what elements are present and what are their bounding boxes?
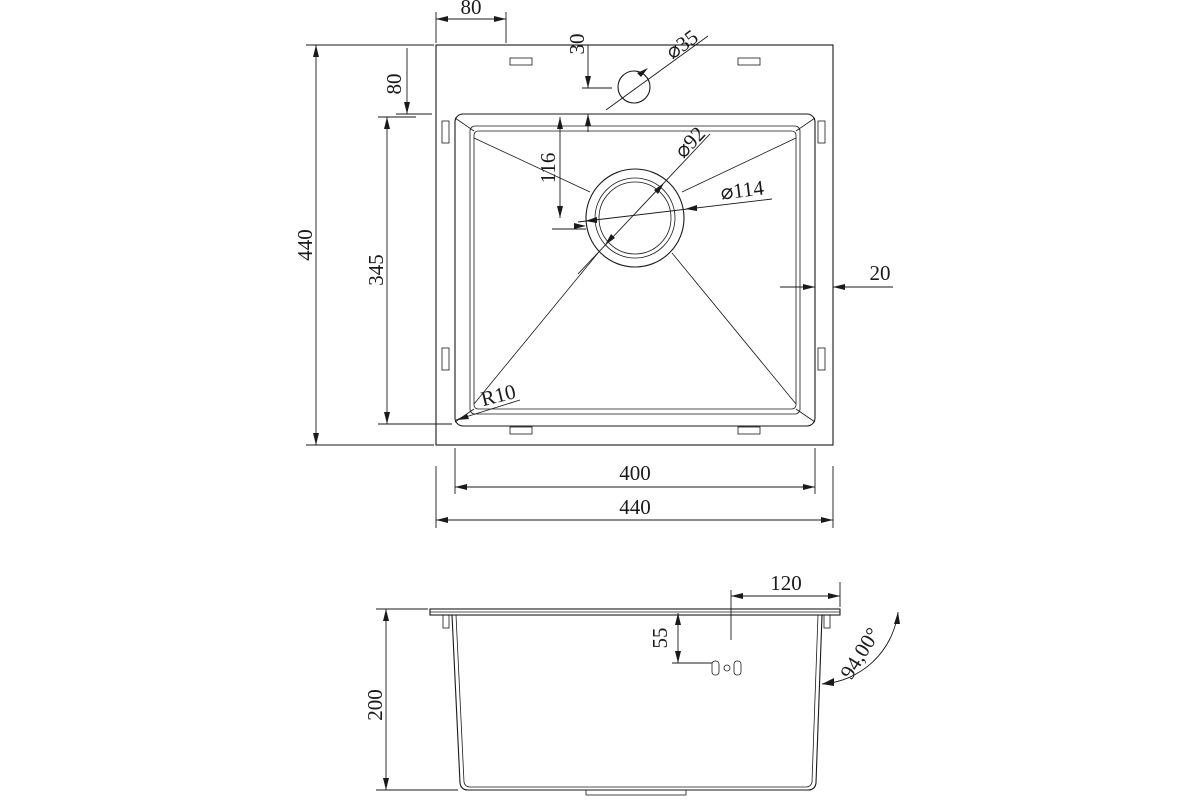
slope-line: [473, 252, 599, 405]
bowl-rim: [454, 113, 816, 427]
side-view: [429, 608, 841, 796]
drain-outer: [585, 168, 685, 268]
dim-flange-depth-offset: 80: [382, 74, 406, 95]
slope-line: [671, 252, 797, 405]
dim-overall-width: 440: [619, 495, 651, 519]
drain-inner: [594, 177, 676, 259]
mounting-slot: [737, 57, 761, 66]
dim-overflow-height: 55: [648, 628, 672, 649]
plan-dimensions: 80 30 ⌀35 80 440 345: [293, 0, 893, 528]
dim-bowl-height: 200: [363, 689, 387, 721]
overflow-dot: [723, 664, 731, 672]
dim-overflow-offset: 120: [770, 571, 802, 595]
dim-bowl-depth: 345: [364, 254, 388, 286]
dim-bowl-width: 400: [619, 461, 651, 485]
dim-drain-offset: 30: [565, 34, 589, 55]
side-dimensions: 120 55 94,00° 200: [363, 571, 900, 791]
corner-line: [795, 117, 816, 132]
mounting-slot: [817, 120, 826, 144]
mounting-slot: [817, 347, 826, 371]
dim-tap-hole-diameter: ⌀35: [661, 25, 702, 64]
dim-rim-width: 20: [870, 261, 891, 285]
dim-drain-center-offset: 116: [536, 153, 560, 184]
dim-wall-angle: 94,00°: [835, 623, 885, 683]
flange-outline: [435, 44, 834, 446]
plan-view: [435, 44, 834, 446]
dim-overall-depth: 440: [293, 229, 317, 261]
dim-flange-width-offset: 80: [461, 0, 482, 19]
mounting-slot: [441, 347, 450, 371]
corner-line: [454, 117, 475, 132]
bowl-inner-edge: [469, 125, 801, 415]
overflow-slot: [733, 660, 742, 676]
corner-line: [795, 408, 816, 423]
dim-drain-diameter: ⌀92: [670, 122, 711, 163]
mounting-slot: [509, 426, 533, 435]
overflow-slot: [711, 660, 720, 676]
slope-line: [681, 137, 797, 193]
tap-hole: [617, 70, 651, 104]
dim-drain-outer-diameter: ⌀114: [719, 175, 765, 204]
slope-line: [473, 137, 591, 193]
mounting-slot: [509, 57, 533, 66]
side-bowl: [451, 614, 823, 791]
mounting-slot: [441, 120, 450, 144]
dim-corner-radius: R10: [478, 379, 518, 411]
drain-hole: [598, 181, 672, 255]
bowl-floor: [473, 130, 797, 410]
mounting-slot: [737, 426, 761, 435]
